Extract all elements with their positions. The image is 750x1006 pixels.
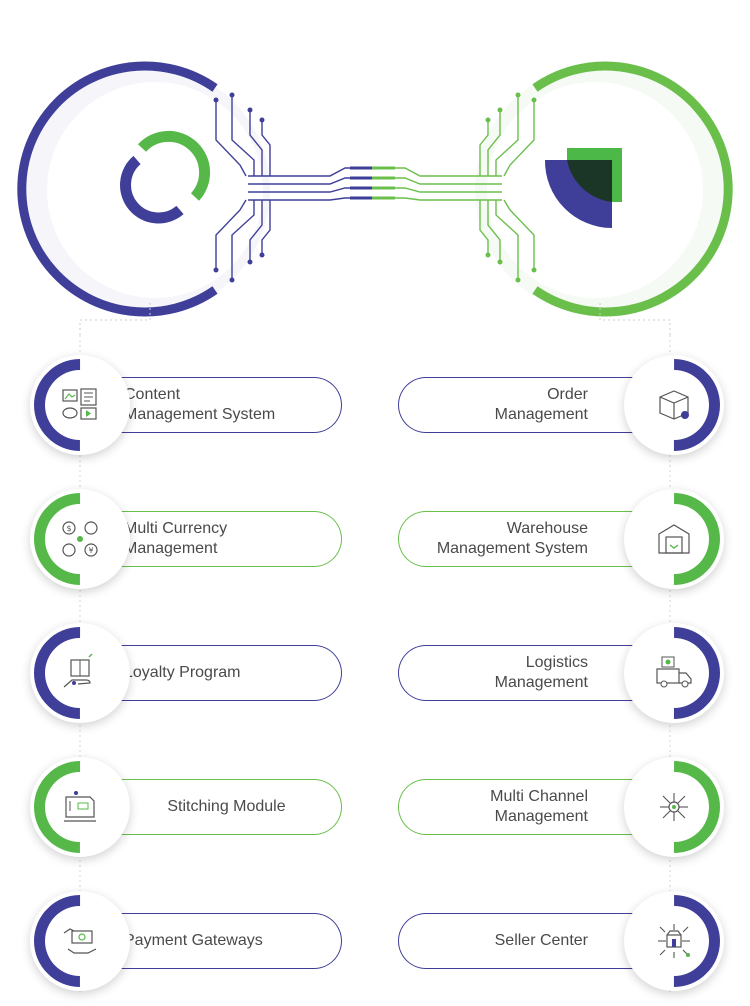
feature-label: Loyalty Program bbox=[124, 664, 241, 681]
delivery-truck-icon bbox=[656, 656, 692, 688]
feature-label: Stitching Module bbox=[167, 798, 286, 815]
feature-badge bbox=[14, 741, 146, 873]
feature-seller-center[interactable]: Seller Center bbox=[378, 875, 740, 1006]
feature-badge bbox=[608, 607, 740, 739]
feature-badge bbox=[14, 875, 146, 1006]
feature-payment-gateways[interactable]: Payment Gateways bbox=[14, 875, 342, 1006]
feature-label: Payment Gateways bbox=[124, 932, 263, 949]
content-media-icon bbox=[62, 388, 97, 420]
feature-multi-currency[interactable]: Multi Currency Management $ ¥ bbox=[14, 473, 342, 605]
feature-label: Content Management System bbox=[124, 386, 276, 423]
feature-badge: $ ¥ bbox=[14, 473, 146, 605]
feature-badge bbox=[608, 741, 740, 873]
circle-ring-logo-icon bbox=[120, 130, 211, 224]
feature-badge bbox=[608, 339, 740, 471]
gift-hand-icon bbox=[63, 653, 93, 688]
feature-label: Logistics Management bbox=[494, 654, 588, 691]
feature-loyalty-program[interactable]: Loyalty Program bbox=[14, 607, 342, 739]
feature-label: Multi Channel Management bbox=[490, 788, 588, 825]
feature-badge bbox=[14, 607, 146, 739]
feature-label: Seller Center bbox=[494, 932, 588, 949]
sewing-machine-icon bbox=[64, 791, 96, 822]
quarter-shape-logo-icon bbox=[544, 148, 622, 228]
svg-text:$: $ bbox=[66, 524, 71, 533]
left-hub bbox=[17, 61, 263, 317]
feature-label: Multi Currency Management bbox=[124, 520, 228, 557]
svg-text:¥: ¥ bbox=[88, 546, 93, 555]
warehouse-icon bbox=[658, 524, 690, 554]
currency-exchange-icon: $ ¥ bbox=[62, 521, 98, 557]
feature-content-management[interactable]: Content Management System bbox=[14, 339, 342, 471]
feature-warehouse-management[interactable]: Warehouse Management System bbox=[378, 473, 740, 605]
payment-hand-icon bbox=[63, 928, 97, 954]
feature-logistics-management[interactable]: Logistics Management bbox=[378, 607, 740, 739]
feature-badge bbox=[14, 339, 146, 471]
feature-badge bbox=[608, 875, 740, 1006]
seller-store-icon bbox=[658, 924, 690, 958]
feature-order-management[interactable]: Order Management bbox=[378, 339, 740, 471]
feature-label: Order Management bbox=[494, 386, 588, 423]
package-box-icon bbox=[659, 390, 689, 420]
network-hub-icon bbox=[660, 793, 688, 821]
feature-label: Warehouse Management System bbox=[436, 520, 588, 557]
feature-stitching-module[interactable]: Stitching Module bbox=[14, 741, 342, 873]
feature-multi-channel-management[interactable]: Multi Channel Management bbox=[378, 741, 740, 873]
hub-connector-diagram bbox=[17, 61, 733, 335]
feature-badge bbox=[608, 473, 740, 605]
